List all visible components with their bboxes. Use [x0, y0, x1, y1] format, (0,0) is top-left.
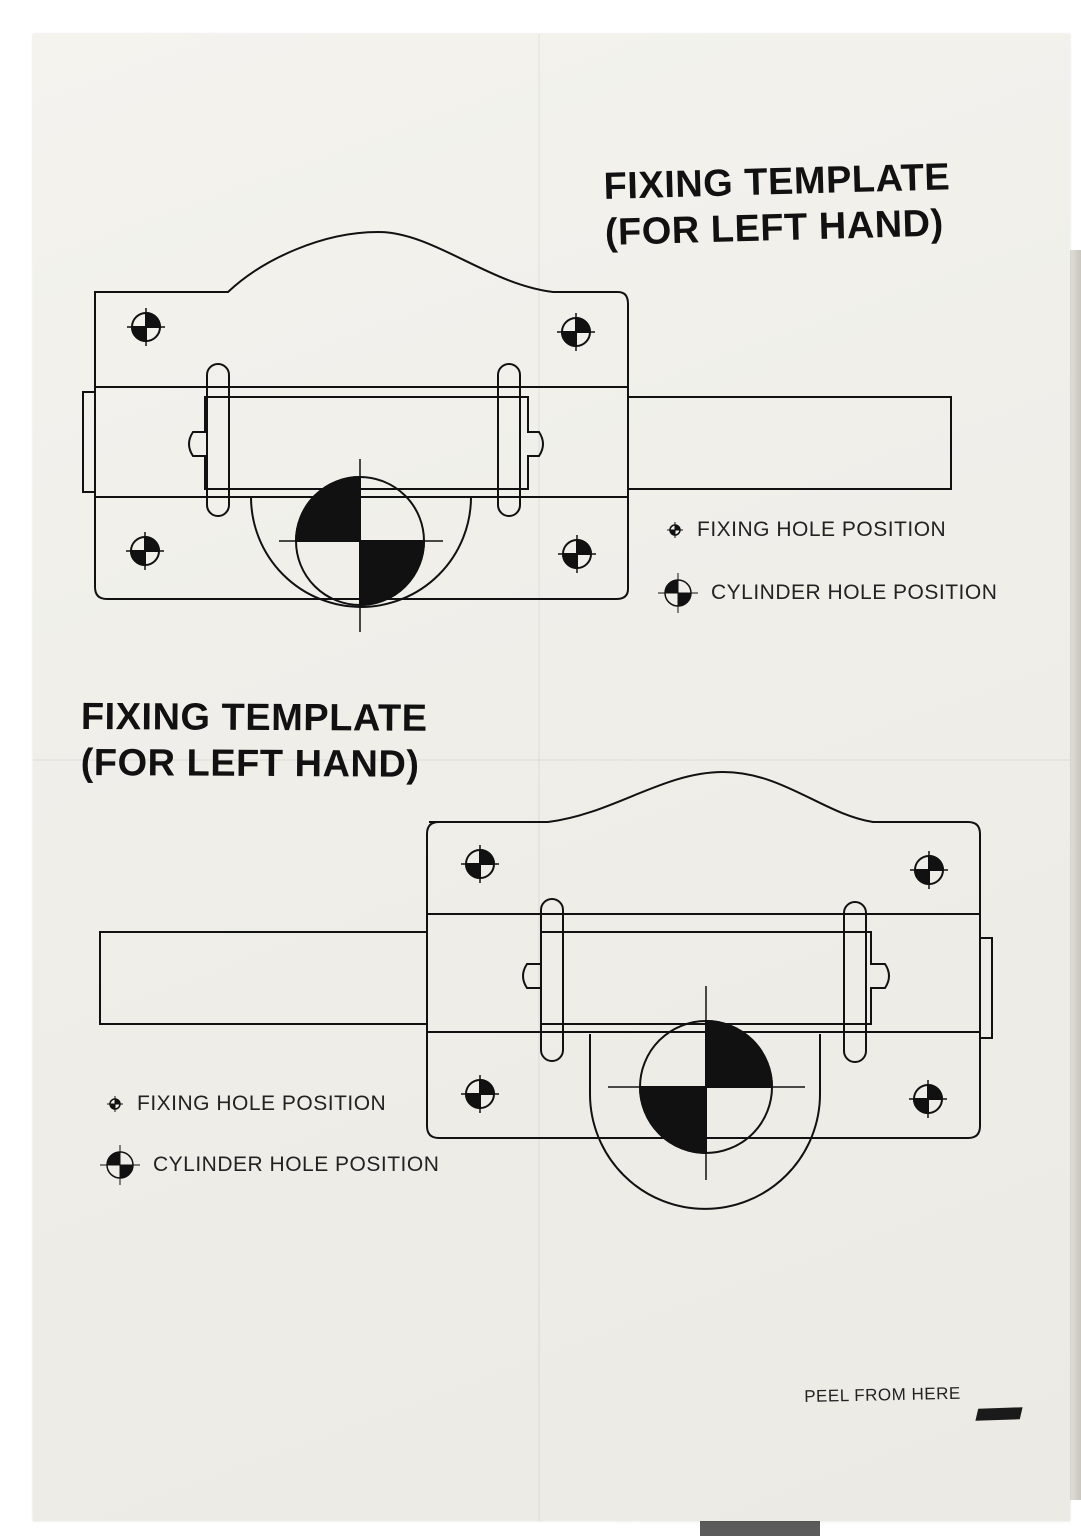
fixing-hole-icon — [107, 1096, 123, 1112]
cylinder-hole-mark — [608, 986, 805, 1180]
background-object — [700, 1519, 820, 1536]
legend-label: CYLINDER HOLE POSITION — [153, 1153, 440, 1176]
background-edge — [1068, 250, 1081, 1500]
peel-label: PEEL FROM HERE — [804, 1383, 961, 1406]
fixing-hole-icon — [667, 522, 683, 538]
legend-cylinder-bottom: CYLINDER HOLE POSITION — [99, 1144, 439, 1186]
legend-cylinder-top: CYLINDER HOLE POSITION — [657, 572, 997, 614]
fixing-hole-mark — [127, 308, 165, 346]
peel-tab[interactable] — [975, 1407, 1023, 1421]
legend-fixing-top: FIXING HOLE POSITION — [665, 518, 946, 542]
bottom-lock-outline — [99, 770, 993, 1210]
fixing-hole-mark — [461, 845, 499, 883]
fixing-hole-mark — [557, 313, 595, 351]
fixing-hole-mark — [909, 1080, 947, 1118]
template-sheet: FIXING TEMPLATE (FOR LEFT HAND) — [33, 34, 1070, 1521]
legend-label: FIXING HOLE POSITION — [697, 518, 947, 541]
cylinder-hole-icon — [658, 573, 698, 613]
fixing-hole-mark — [558, 535, 596, 573]
legend-fixing-bottom: FIXING HOLE POSITION — [105, 1092, 386, 1116]
fixing-hole-mark — [910, 851, 948, 889]
cylinder-hole-icon — [100, 1145, 140, 1185]
cylinder-hole-mark — [279, 459, 443, 632]
fixing-hole-mark — [461, 1075, 499, 1113]
fixing-hole-mark — [126, 532, 164, 570]
legend-label: FIXING HOLE POSITION — [137, 1092, 387, 1115]
legend-label: CYLINDER HOLE POSITION — [711, 581, 998, 604]
top-lock-outline — [82, 230, 952, 632]
